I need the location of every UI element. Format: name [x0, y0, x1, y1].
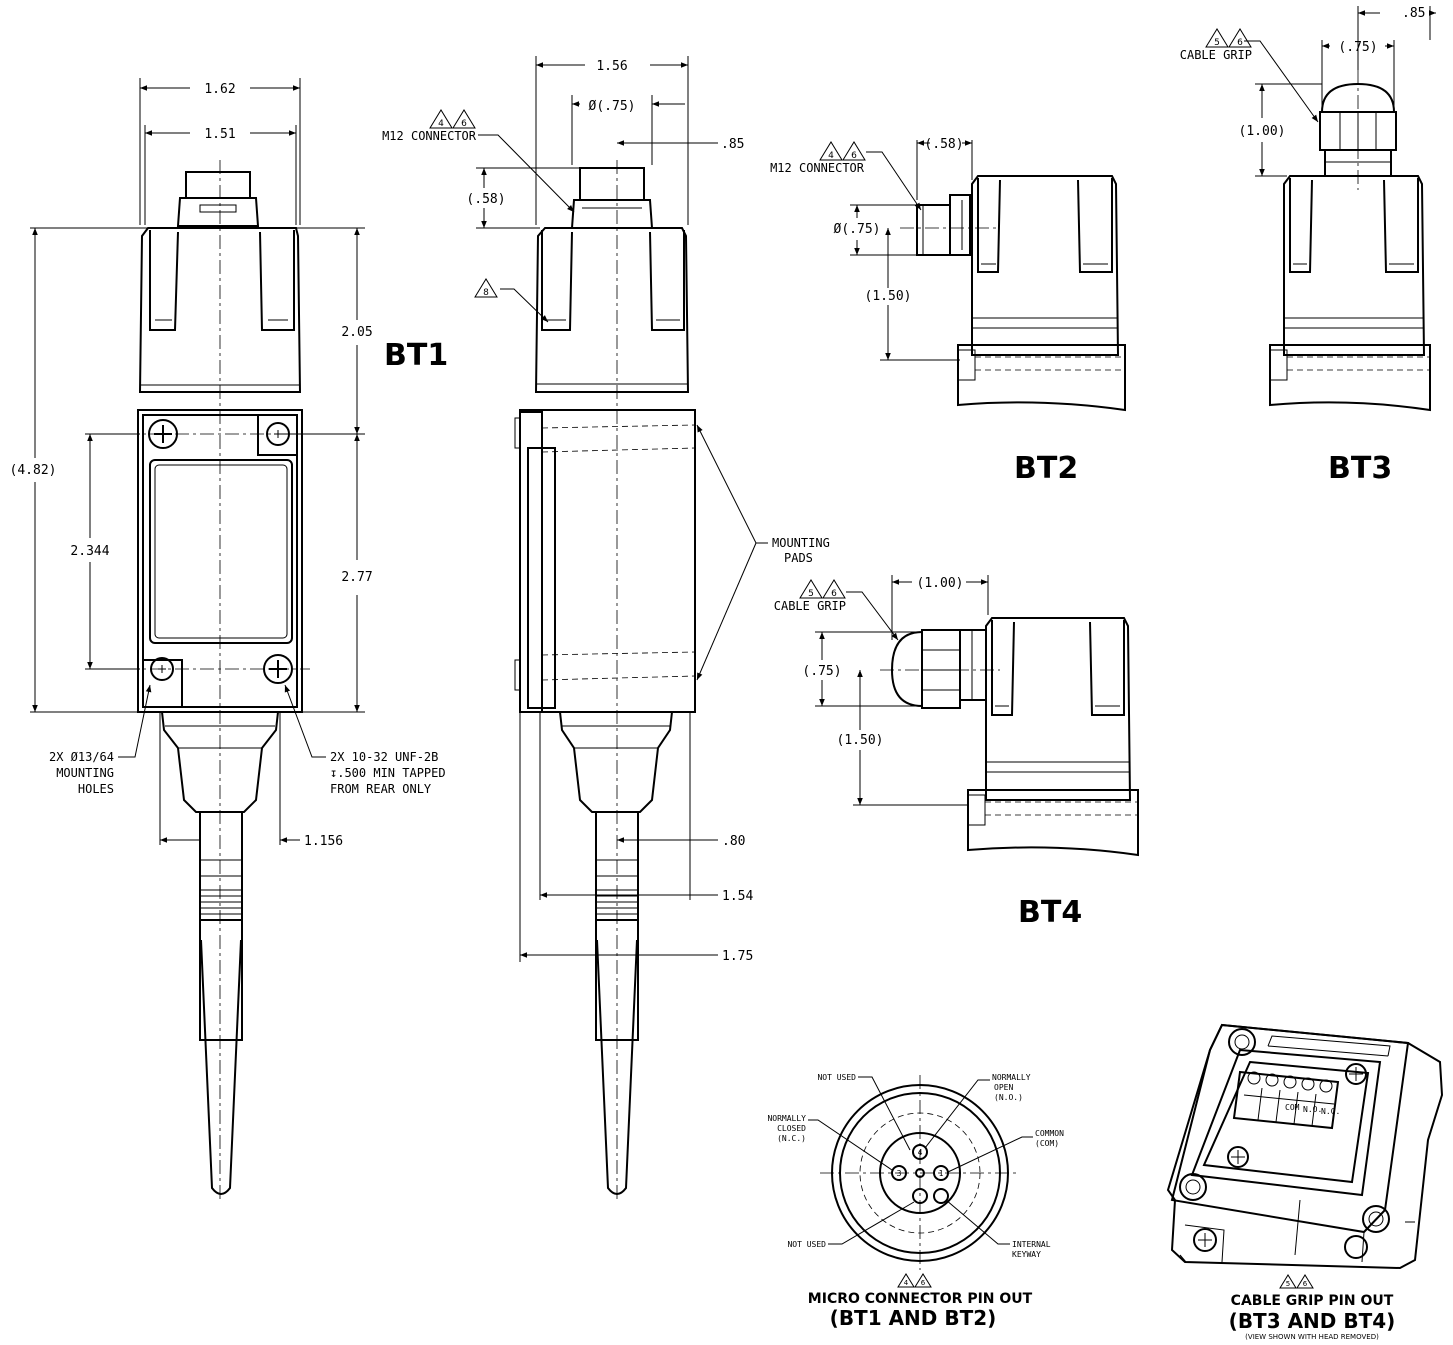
pinout-triangle-6: 6: [921, 1279, 926, 1287]
bt3-dim-grip-diameter: (.75): [1338, 40, 1377, 55]
view-label-bt3: BT3: [1328, 451, 1392, 486]
side-view-text: 1.56 Ø(.75) .85 (.58) .80 1.54 1.75 M12 …: [382, 59, 830, 964]
triangle-note-6: 6: [461, 119, 467, 129]
cablegrip-caption-line3: (VIEW SHOWN WITH HEAD REMOVED): [1245, 1333, 1379, 1341]
dim-depth: 1.54: [722, 889, 753, 904]
cablegrip-triangle-5: 5: [1286, 1280, 1290, 1288]
bt4-view: [815, 575, 1139, 857]
triangle-note-4: 4: [438, 119, 444, 129]
bt1-dimension-text: 1.62 1.51 2.05 2.77 2.344 (4.82) 1.156 2…: [10, 82, 449, 849]
bt2-label-m12-connector: M12 CONNECTOR: [770, 161, 865, 175]
cablegrip-triangle-6: 6: [1303, 1280, 1308, 1288]
bt4-dim-grip-height: (1.50): [837, 733, 884, 748]
bt1-front-view: [30, 78, 365, 1200]
triangle-note-8: 8: [483, 288, 489, 298]
bt2-view: [850, 140, 1126, 412]
cable-grip-pinout: COM N.O. N.C. 5 6 CABLE GRIP PIN OUT (BT…: [1166, 1023, 1444, 1341]
bt3-triangle-6: 6: [1237, 38, 1243, 48]
dim-boot-width: 1.156: [304, 834, 343, 849]
bt3-label-cable-grip: CABLE GRIP: [1180, 48, 1252, 62]
bt4-triangle-5: 5: [808, 589, 814, 599]
note-holes-line3: HOLES: [78, 782, 114, 796]
bt3-dim-offset: .85: [1402, 6, 1425, 21]
bt2-dim-connector-length: (.58): [924, 137, 963, 152]
pinout-triangle-4: 4: [904, 1279, 909, 1287]
bt2-text: (.58) Ø(.75) (1.50) M12 CONNECTOR 4 6 BT…: [770, 137, 1078, 486]
pin-label-no-line2: OPEN: [994, 1083, 1013, 1092]
dim-overall-depth: 1.75: [722, 949, 753, 964]
bt2-triangle-6: 6: [851, 151, 857, 161]
note-tapped-line3: FROM REAR ONLY: [330, 782, 432, 796]
pin-label-nc-line3: (N.C.): [777, 1134, 806, 1143]
note-holes-line1: 2X Ø13/64: [49, 750, 114, 764]
pin-label-com-line2: (COM): [1035, 1139, 1059, 1148]
pin-label-no-line3: (N.O.): [994, 1093, 1023, 1102]
bt4-label-cable-grip: CABLE GRIP: [774, 599, 846, 613]
terminal-com: COM: [1285, 1103, 1300, 1112]
dim-connector-diameter: Ø(.75): [589, 99, 636, 114]
bt4-text: (1.00) (.75) (1.50) CABLE GRIP 5 6 BT4: [774, 576, 1082, 930]
bt4-triangle-6: 6: [831, 589, 837, 599]
pin-label-nc-line1: NORMALLY: [767, 1114, 806, 1123]
bt2-triangle-4: 4: [828, 151, 834, 161]
bt2-dim-connector-diameter: Ø(.75): [834, 222, 881, 237]
pin-1: 1: [939, 1169, 944, 1178]
pinout-caption-line1: MICRO CONNECTOR PIN OUT: [808, 1291, 1033, 1307]
view-label-bt2: BT2: [1014, 451, 1078, 486]
dim-hole-spacing: 2.344: [70, 544, 109, 559]
pin-4: 4: [918, 1148, 923, 1157]
pin-label-not-used-top: NOT USED: [817, 1073, 856, 1082]
terminal-no: N.O.: [1303, 1105, 1322, 1114]
dim-head-height: 2.05: [341, 325, 372, 340]
pinout-caption-line2: (BT1 AND BT2): [830, 1306, 997, 1330]
pin-label-no-line1: NORMALLY: [992, 1073, 1031, 1082]
cablegrip-caption-line2: (BT3 AND BT4): [1229, 1309, 1396, 1333]
dim-body-height: 2.77: [341, 570, 372, 585]
bt3-dim-grip-height: (1.00): [1239, 124, 1286, 139]
pin-label-not-used-bottom: NOT USED: [787, 1240, 826, 1249]
label-mounting-line1: MOUNTING: [772, 536, 830, 550]
pin-label-keyway-line2: KEYWAY: [1012, 1250, 1041, 1259]
pin-3: 3: [897, 1169, 902, 1178]
view-label-bt1: BT1: [384, 338, 448, 373]
dim-overall-width: 1.62: [204, 82, 235, 97]
dim-side-width: 1.56: [596, 59, 627, 74]
bt3-text: .85 (.75) (1.00) CABLE GRIP 5 6 BT3: [1180, 6, 1426, 486]
label-m12-connector: M12 CONNECTOR: [382, 129, 477, 143]
bt3-view: [1244, 6, 1436, 412]
dim-overall-height: (4.82): [10, 463, 57, 478]
label-mounting-line2: PADS: [784, 551, 813, 565]
bt4-dim-grip-diameter: (.75): [802, 664, 841, 679]
dim-connector-offset: .85: [721, 137, 744, 152]
note-holes-line2: MOUNTING: [56, 766, 114, 780]
bt3-triangle-5: 5: [1214, 38, 1220, 48]
micro-connector-pinout: 4 3 1 NOT USED NORMALLY CLOSED (N.C.) NO…: [767, 1073, 1064, 1330]
bt4-dim-grip-length: (1.00): [917, 576, 964, 591]
dim-boot-offset: .80: [722, 834, 745, 849]
bt2-dim-connector-height: (1.50): [865, 289, 912, 304]
side-view: [476, 56, 768, 1200]
pin-label-nc-line2: CLOSED: [777, 1124, 806, 1133]
view-label-bt4: BT4: [1018, 895, 1082, 930]
note-tapped-line2: ↧.500 MIN TAPPED: [330, 766, 446, 780]
pin-label-keyway-line1: INTERNAL: [1012, 1240, 1051, 1249]
dim-body-width: 1.51: [204, 127, 235, 142]
pin-label-com-line1: COMMON: [1035, 1129, 1064, 1138]
note-tapped-line1: 2X 10-32 UNF-2B: [330, 750, 438, 764]
dim-connector-height: (.58): [466, 192, 505, 207]
terminal-nc: N.C.: [1321, 1107, 1340, 1116]
cablegrip-caption-line1: CABLE GRIP PIN OUT: [1231, 1293, 1394, 1309]
